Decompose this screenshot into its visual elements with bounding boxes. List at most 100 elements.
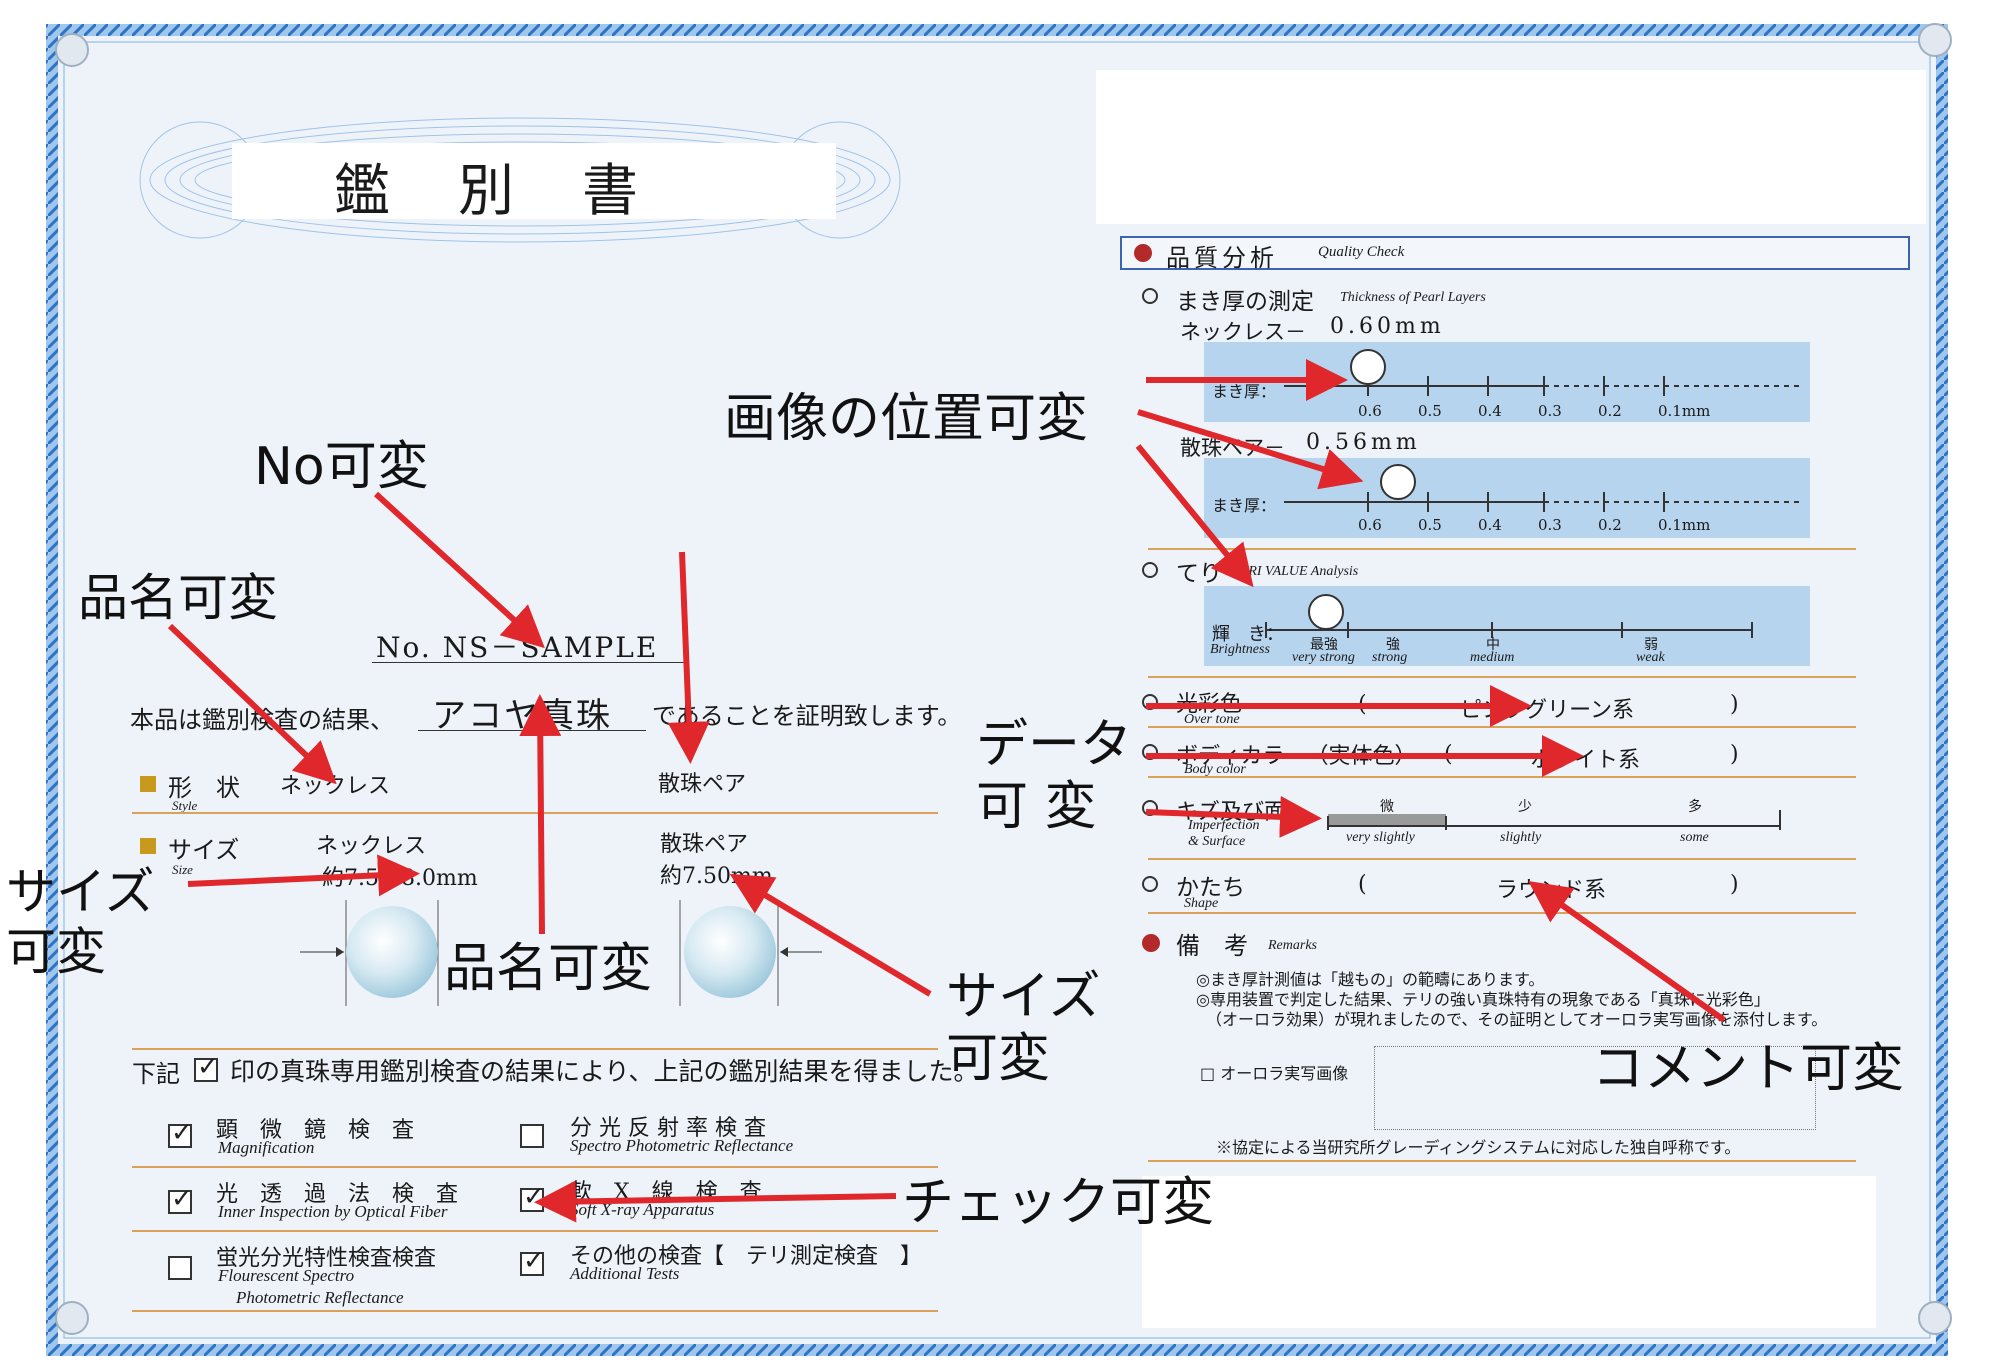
rule <box>1148 676 1856 678</box>
thickness-row-label: まき厚： <box>1212 382 1277 401</box>
checkbox-magnification[interactable]: ✓ <box>168 1118 193 1148</box>
remarks-bullet <box>1142 934 1160 952</box>
overtone-value: ピンクグリーン系 <box>1460 698 1635 723</box>
bodycolor-value: ホワイト系 <box>1530 748 1641 773</box>
thickness-scale-pair <box>1284 464 1800 512</box>
quality-header-box <box>1120 236 1910 270</box>
rule <box>132 812 938 814</box>
teri-row-label-en: Brightness <box>1210 642 1270 657</box>
inspection-item-label: 顕 微 鏡 検 査 <box>216 1118 415 1143</box>
rule <box>132 1166 938 1168</box>
thickness-bullet <box>1142 288 1158 304</box>
rule <box>1148 912 1856 914</box>
surface-bullet <box>1142 800 1158 816</box>
inspection-lead-checkbox[interactable]: ✓ <box>194 1052 219 1082</box>
surface-level-en: very slightly <box>1346 830 1415 845</box>
inspection-item-en: Spectro Photometric Reflectance <box>570 1136 794 1155</box>
teri-level: 強 <box>1386 637 1400 653</box>
check-icon: ✓ <box>523 1182 545 1212</box>
quality-title-en: Quality Check <box>1318 244 1405 260</box>
inspection-item-en: Additional Tests <box>570 1264 680 1283</box>
tick-label-0.4: 0.4 <box>1478 402 1502 420</box>
teri-bullet <box>1142 562 1158 578</box>
rule <box>132 1230 938 1232</box>
overtone-paren-close: ) <box>1730 692 1739 717</box>
number-underline <box>372 662 684 663</box>
shape-value-right: 散珠ペア <box>658 772 747 797</box>
shape-q-label-en: Shape <box>1184 896 1219 911</box>
aurora-image-label: □ オーロラ実写画像 <box>1200 1064 1349 1083</box>
thickness-row-label: まき厚： <box>1212 496 1277 515</box>
shape-value-left: ネックレス <box>280 774 391 799</box>
surface-level: 微 <box>1380 799 1394 815</box>
size-left-value: 約7.5－8.0mm <box>322 866 478 891</box>
thickness-marker-pair <box>1380 464 1416 500</box>
shape-label-en: Style <box>172 798 198 813</box>
shape-bullet <box>140 776 156 792</box>
remarks-line: ◎まき厚計測値は「越もの」の範疇にあります。 <box>1196 970 1545 989</box>
surface-level: 多 <box>1688 799 1702 815</box>
pearl-diagram-left <box>300 900 439 1006</box>
shape-q-label: かたち <box>1176 875 1245 901</box>
annotation-check-variable: チェック可変 <box>902 1173 1215 1233</box>
checkbox-optical-fiber[interactable]: ✓ <box>168 1184 193 1214</box>
annotation-size-variable-left-2: 可変 <box>6 923 106 981</box>
inspection-item-en: Inner Inspection by Optical Fiber <box>218 1202 448 1221</box>
bodycolor-bullet <box>1142 744 1158 760</box>
pearl-diagram-right <box>679 900 822 1006</box>
inspection-item-en: Soft X-ray Apparatus <box>570 1200 715 1219</box>
teri-level-en: medium <box>1470 650 1515 665</box>
teri-row-label: 輝 き： <box>1212 624 1284 645</box>
teri-level-en: very strong <box>1292 650 1355 665</box>
bodycolor-paren-open: ( <box>1444 742 1453 767</box>
tick-label-0.3: 0.3 <box>1538 402 1562 420</box>
teri-label: てり <box>1176 561 1222 587</box>
tick-label-0.1: 0.1mm <box>1658 402 1711 420</box>
rule <box>1148 776 1856 778</box>
teri-label-en: TERI VALUE Analysis <box>1232 564 1359 579</box>
teri-scale <box>1265 594 1753 638</box>
annotation-data-variable: データ <box>976 715 1133 775</box>
shape-label: 形 状 <box>168 774 240 802</box>
annotation-image-position: 画像の位置可変 <box>724 389 1089 449</box>
rule <box>1148 548 1856 550</box>
annotation-size-variable-right-2: 可変 <box>946 1029 1051 1089</box>
checkbox-fluorescent[interactable] <box>168 1256 192 1280</box>
title-box <box>232 143 836 219</box>
tick-label-0.3: 0.3 <box>1538 516 1562 534</box>
inspection-lead-b: 印の真珠専用鑑別検査の結果により、上記の鑑別結果を得ました。 <box>230 1057 979 1086</box>
teri-level: 弱 <box>1644 637 1658 653</box>
check-icon: ✓ <box>197 1052 219 1082</box>
quality-bullet <box>1134 244 1152 262</box>
rule <box>132 1048 938 1050</box>
thickness-pair-value: 0.56mm <box>1306 430 1421 455</box>
surface-selected-bar <box>1328 814 1446 826</box>
remarks-label-en: Remarks <box>1268 938 1317 953</box>
title-ornament <box>139 117 901 243</box>
inspection-item-label: 光 透 過 法 検 査 <box>216 1182 459 1207</box>
annotation-name-variable-top: 品名可変 <box>78 569 278 627</box>
footnote: ※協定による当研究所グレーディングシステムに対応した独自呼称です。 <box>1216 1138 1741 1157</box>
overtone-paren-open: ( <box>1358 692 1367 717</box>
redacted-area-top <box>1096 70 1926 224</box>
size-label-en: Size <box>172 862 193 877</box>
inspection-item-en: Flourescent Spectro <box>218 1266 355 1285</box>
overtone-bullet <box>1142 694 1158 710</box>
rule <box>1148 726 1856 728</box>
page-title: 鑑 別 書 <box>334 159 644 224</box>
size-label: サイズ <box>168 836 240 864</box>
tick-label-0.5: 0.5 <box>1418 402 1442 420</box>
thickness-necklace-value: 0.60mm <box>1330 314 1445 339</box>
check-icon: ✓ <box>171 1118 193 1148</box>
rule <box>132 1310 938 1312</box>
statement-suffix: であることを証明致します。 <box>652 702 962 730</box>
shape-q-paren-open: ( <box>1358 872 1367 897</box>
checkbox-spectro-reflectance[interactable] <box>520 1124 544 1148</box>
annotation-size-variable-right: サイズ <box>946 967 1101 1027</box>
inspection-item-label: 蛍光分光特性検査検査 <box>216 1246 437 1271</box>
size-left-name: ネックレス <box>316 834 427 859</box>
shape-q-bullet <box>1142 876 1158 892</box>
checkbox-soft-xray[interactable]: ✓ <box>520 1182 545 1212</box>
annotation-comment-variable: コメント可変 <box>1592 1039 1905 1099</box>
checkbox-additional-tests[interactable]: ✓ <box>520 1246 545 1276</box>
